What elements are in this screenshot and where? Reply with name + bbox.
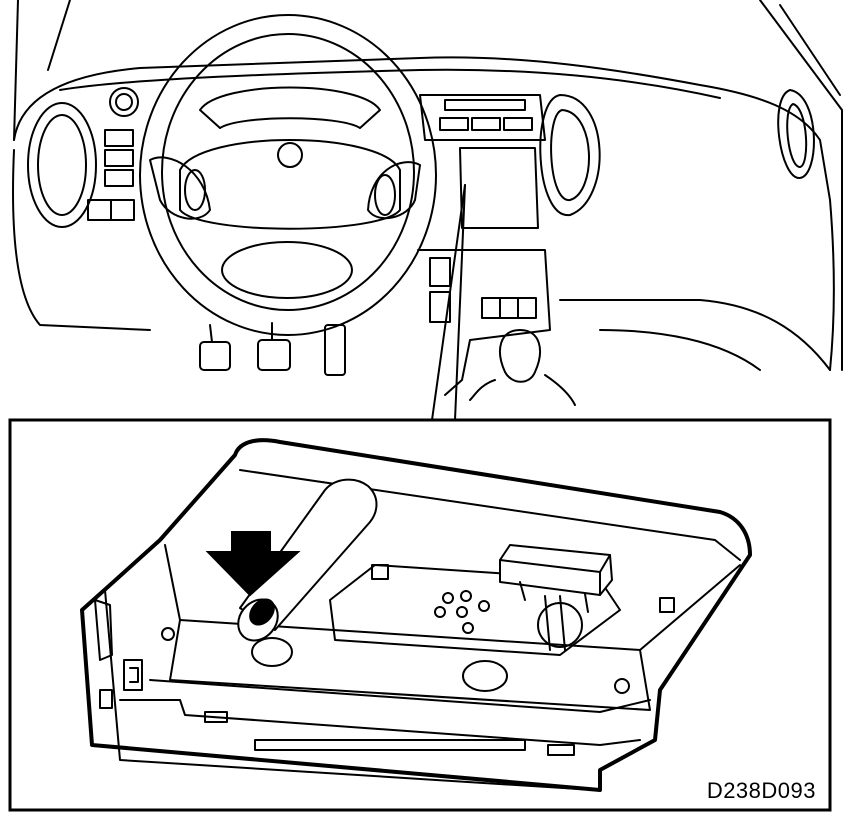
down-arrow-icon bbox=[205, 531, 301, 597]
steering-wheel-bottom-spoke bbox=[221, 241, 353, 299]
housing-top-lip bbox=[239, 469, 741, 561]
steering-wheel-hub bbox=[179, 139, 401, 230]
gear-knob bbox=[499, 329, 541, 383]
switch-1 bbox=[104, 129, 134, 147]
connector-block bbox=[499, 544, 613, 596]
figure-reference-code: D238D093 bbox=[706, 778, 816, 803]
steering-wheel-rim-inner bbox=[161, 33, 415, 311]
switch-2 bbox=[104, 149, 134, 167]
switch-3 bbox=[104, 169, 134, 187]
accelerator-pedal bbox=[324, 324, 346, 376]
glovebox-lamp bbox=[239, 478, 378, 631]
dashboard-top bbox=[13, 56, 835, 371]
brake-pedal bbox=[257, 339, 291, 371]
tray-floor bbox=[169, 619, 651, 711]
console-switches bbox=[481, 297, 537, 319]
a-pillar-left bbox=[13, 0, 19, 141]
passenger-glovebox-line bbox=[559, 299, 831, 371]
windscreen-edge-left bbox=[47, 0, 71, 71]
callout-line-left bbox=[431, 184, 466, 421]
steering-wheel-top-spoke bbox=[199, 86, 381, 129]
headlight-switch-knob bbox=[115, 93, 133, 111]
radio-display bbox=[444, 99, 526, 111]
dashboard-crease bbox=[59, 68, 721, 99]
radio-panel bbox=[419, 94, 546, 141]
callout-line-right bbox=[454, 184, 466, 421]
a-pillar-right bbox=[759, 0, 843, 371]
right-air-vent bbox=[777, 89, 815, 180]
climate-panel bbox=[459, 147, 539, 229]
center-console bbox=[417, 249, 551, 396]
right-wheel-control bbox=[367, 161, 421, 220]
clutch-pedal bbox=[199, 341, 231, 371]
steering-wheel-rim-outer bbox=[139, 14, 437, 336]
windscreen-edge-right bbox=[779, 4, 841, 96]
dashboard-left-lower bbox=[12, 149, 151, 331]
center-right-air-vent bbox=[539, 94, 601, 217]
headlight-switch bbox=[109, 87, 139, 117]
mount-hole-right bbox=[614, 678, 630, 694]
left-wheel-control bbox=[149, 156, 211, 220]
horn-emblem bbox=[277, 142, 303, 168]
left-air-vent bbox=[27, 102, 97, 228]
rubber-stop-left bbox=[251, 637, 293, 667]
detail-frame bbox=[8, 418, 832, 812]
glovebox-detail bbox=[80, 438, 752, 792]
rubber-stop-right bbox=[462, 660, 508, 692]
mount-hole-left bbox=[161, 627, 175, 641]
left-air-vent-inner bbox=[37, 114, 87, 216]
lid-inner bbox=[119, 699, 641, 746]
glovebox-housing bbox=[80, 438, 752, 792]
lid-edge bbox=[104, 589, 596, 791]
tray-back-wall bbox=[164, 544, 741, 651]
dashboard-overview bbox=[12, 0, 843, 421]
